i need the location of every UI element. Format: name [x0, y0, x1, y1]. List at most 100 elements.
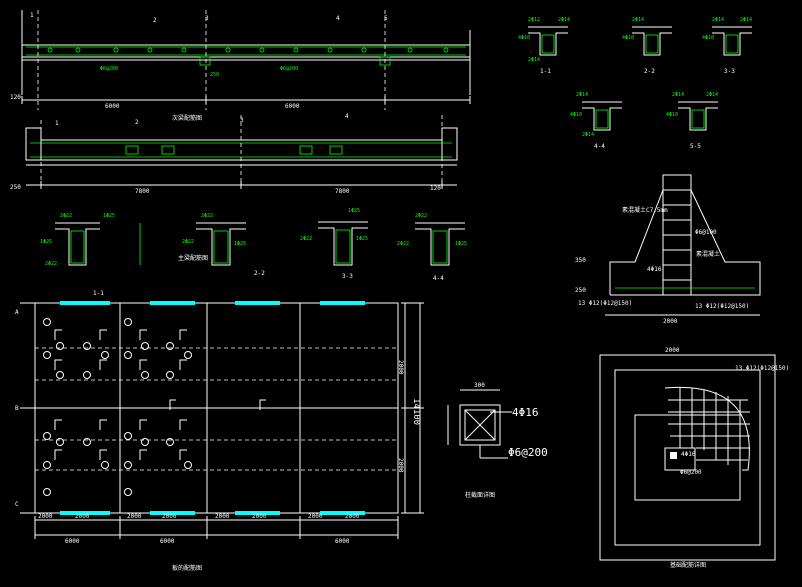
column-caption: 柱截面详图 — [465, 491, 495, 499]
slab-span-1: 6000 — [65, 538, 80, 545]
beam-mid-grid-3: 3 — [240, 117, 244, 124]
footing-label-stirrup: Φ6@100 — [695, 229, 717, 236]
beam-top-grid-2: 2 — [153, 17, 157, 24]
beam-top-rebar-a: Φ6@200 — [100, 66, 118, 72]
sec-top-3-bar-b: 2Φ14 — [740, 17, 752, 23]
footing-label-top: 素混凝土C7.5mm — [622, 206, 668, 214]
footing-label-concrete: 素混凝土 — [696, 250, 720, 258]
beam-mid-grid-4: 4 — [345, 113, 349, 120]
column-stirrup: Φ6@200 — [508, 446, 548, 459]
footing-section: 素混凝土C7.5mm Φ6@100 4Φ16 素混凝土 350 250 13 Φ… — [575, 174, 761, 325]
beam-mid-dim-250: 250 — [10, 184, 21, 191]
footing-rebar-left: 13 Φ12(Φ12@150) — [578, 300, 632, 307]
sec-mid-2-bar-c: 2Φ22 — [182, 239, 194, 245]
sec-mid-1-id: 1-1 — [93, 290, 104, 297]
slab-dim-b8: 2000 — [345, 513, 360, 520]
footing-dim-height: 350 — [575, 257, 586, 264]
slab-total-right: 14100 — [411, 398, 421, 425]
beam-top-grid-3: 3 — [205, 15, 209, 22]
beam-top-span-2: 6000 — [285, 103, 300, 110]
beam-top-dim-120: 120 — [10, 94, 21, 101]
secondary-beam-elevation: 1 2 3 4 5 Φ6@200 Φ6@200 6000 6000 120 25… — [10, 10, 471, 122]
sec-top-1-bar-b: 2Φ14 — [558, 17, 570, 23]
slab-caption: 板的配筋图 — [172, 564, 202, 572]
sec-mid-4-id: 4-4 — [433, 275, 444, 282]
sec-top-5-bar-a: 2Φ14 — [672, 92, 684, 98]
slab-dim-r1: 2000 — [397, 360, 404, 375]
slab-span-3: 6000 — [335, 538, 350, 545]
slab-dim-b1: 2000 — [38, 513, 53, 520]
sec-mid-2-id: 2-2 — [254, 270, 265, 277]
sec-top-5-bar-b: 2Φ14 — [706, 92, 718, 98]
column-size: 300 — [474, 382, 485, 389]
sec-top-1-bar-a: 2Φ12 — [528, 17, 540, 23]
beam-mid-grid-2: 2 — [135, 119, 139, 126]
slab-plan: A B C 2000 2000 2000 2000 2000 2000 2000… — [15, 301, 424, 572]
sec-top-2-bar-a: 2Φ14 — [632, 17, 644, 23]
sec-top-3-id: 3-3 — [724, 68, 735, 75]
sec-mid-4-bar-a: 2Φ22 — [415, 213, 427, 219]
secondary-beam-sections: 1-1 2Φ12 2Φ14 4Φ10 2Φ14 2-2 2Φ14 4Φ10 3-… — [518, 17, 752, 150]
footing-width: 2000 — [663, 318, 678, 325]
sec-mid-1-bar-a: 2Φ22 — [60, 213, 72, 219]
sec-top-1-bar-d: 2Φ14 — [528, 57, 540, 63]
slab-grid-a: A — [15, 309, 19, 316]
sec-top-4-id: 4-4 — [594, 143, 605, 150]
sec-mid-1-bar-b: 1Φ25 — [40, 239, 52, 245]
slab-grid-c: C — [15, 501, 19, 508]
slab-dim-b7: 2000 — [308, 513, 323, 520]
main-beam-elevation: 1 2 3 4 7800 7800 250 120 主梁配筋图 — [10, 113, 458, 262]
sec-mid-4-bar-c: 2Φ22 — [397, 241, 409, 247]
beam-top-grid-4: 4 — [336, 15, 340, 22]
footing-dim-h2: 250 — [575, 287, 586, 294]
footing-plan-col-bars: 4Φ16 — [681, 451, 696, 458]
footing-plan-col-stirrup: Φ6@200 — [680, 469, 702, 476]
sec-mid-3-bar-b: 1Φ25 — [356, 236, 368, 242]
sec-top-1-id: 1-1 — [540, 68, 551, 75]
slab-dim-b5: 2000 — [215, 513, 230, 520]
slab-span-2: 6000 — [160, 538, 175, 545]
footing-plan-rebar: 13 Φ12(Φ12@150) — [735, 365, 789, 372]
sec-mid-1-bar-d: 2Φ22 — [45, 261, 57, 267]
sec-top-3-bar-c: 4Φ10 — [702, 35, 714, 41]
footing-plan: 13 Φ12(Φ12@150) 4Φ16 Φ6@200 2000 基础配筋详图 — [599, 347, 789, 569]
beam-top-dim-250: 250 — [210, 72, 219, 78]
sec-top-1-bar-c: 4Φ10 — [518, 35, 530, 41]
beam-top-caption: 次梁配筋图 — [172, 114, 202, 122]
sec-top-2-id: 2-2 — [644, 68, 655, 75]
beam-top-span-1: 6000 — [105, 103, 120, 110]
slab-dim-b3: 2000 — [127, 513, 142, 520]
main-beam-sections: 1-1 2Φ22 1Φ25 1Φ25 2Φ22 2-2 2Φ22 1Φ25 2Φ… — [40, 208, 467, 297]
slab-dim-b2: 2000 — [75, 513, 90, 520]
sec-mid-2-bar-a: 2Φ22 — [201, 213, 213, 219]
sec-mid-2-bar-b: 1Φ25 — [234, 241, 246, 247]
column-section: 300 4Φ16 Φ6@200 柱截面详图 — [447, 382, 548, 499]
sec-mid-3-bar-c: 2Φ22 — [300, 236, 312, 242]
beam-top-rebar-b: Φ6@200 — [280, 66, 298, 72]
beam-mid-dim-120: 120 — [430, 185, 441, 192]
sec-mid-3-bar-a: 1Φ25 — [348, 208, 360, 214]
sec-top-4-bar-a: 2Φ14 — [576, 92, 588, 98]
slab-dim-r2: 2000 — [397, 458, 404, 473]
slab-dim-b6: 2000 — [252, 513, 267, 520]
sec-mid-3-id: 3-3 — [342, 273, 353, 280]
sec-top-4-bar-c: 4Φ10 — [570, 112, 582, 118]
sec-top-4-bar-d: 2Φ14 — [582, 132, 594, 138]
slab-grid-b: B — [15, 405, 19, 412]
beam-mid-span-2: 7800 — [335, 188, 350, 195]
beam-mid-caption: 主梁配筋图 — [178, 254, 208, 262]
sec-top-5-bar-c: 4Φ10 — [666, 112, 678, 118]
sec-mid-4-bar-b: 1Φ25 — [455, 241, 467, 247]
sec-top-3-bar-a: 2Φ14 — [712, 17, 724, 23]
beam-mid-span-1: 7800 — [135, 188, 150, 195]
footing-label-4bars: 4Φ16 — [647, 266, 662, 273]
beam-top-grid-1: 1 — [30, 12, 34, 19]
slab-dim-b4: 2000 — [162, 513, 177, 520]
beam-top-grid-5: 5 — [384, 15, 388, 22]
footing-plan-caption: 基础配筋详图 — [670, 561, 706, 569]
sec-top-2-bar-c: 4Φ10 — [622, 35, 634, 41]
column-bars: 4Φ16 — [512, 406, 539, 419]
sec-top-5-id: 5-5 — [690, 143, 701, 150]
